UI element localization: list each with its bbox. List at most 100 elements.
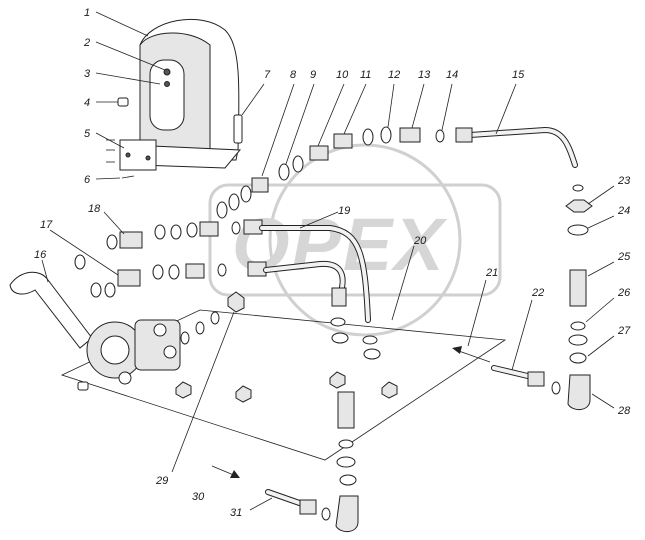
valve-port xyxy=(118,371,132,385)
leader-15 xyxy=(495,83,517,135)
right-column-parts xyxy=(565,184,593,410)
o-ring-26 xyxy=(570,321,586,331)
o-ring xyxy=(338,439,354,449)
callout-12: 12 xyxy=(388,69,400,81)
arrow-30-head xyxy=(230,470,240,478)
elbow-fitting-11 xyxy=(333,133,353,149)
loose-fasteners xyxy=(106,97,243,179)
callout-6: 6 xyxy=(84,174,91,186)
fittings-upper-row xyxy=(216,126,445,219)
arrow-21-shaft xyxy=(455,349,491,363)
leader-21 xyxy=(467,279,487,347)
pipe-fitting xyxy=(337,391,355,429)
leader-14 xyxy=(441,83,453,131)
callout-17: 17 xyxy=(40,219,53,231)
tube-22 xyxy=(491,365,561,395)
mount-bracket xyxy=(119,139,157,171)
washer xyxy=(336,456,356,468)
pipe-19-inner xyxy=(260,226,370,322)
callout-1: 1 xyxy=(84,7,90,19)
leader-27 xyxy=(587,335,615,357)
pipe-end-washers xyxy=(330,317,381,360)
leader-29 xyxy=(171,311,235,473)
callout-2: 2 xyxy=(83,37,90,49)
direction-arrows xyxy=(211,346,491,478)
washer xyxy=(330,317,346,327)
callout-18: 18 xyxy=(88,203,101,215)
elbow-fitting xyxy=(335,495,359,532)
washer xyxy=(152,264,164,280)
nut xyxy=(235,385,252,403)
leader-10 xyxy=(317,83,345,147)
washer xyxy=(90,282,102,298)
callout-30: 30 xyxy=(192,491,205,503)
leader-23 xyxy=(587,185,615,205)
valve-port xyxy=(163,345,177,359)
washer-27 xyxy=(569,352,587,364)
washer xyxy=(231,221,241,235)
pipe-20-end-nut xyxy=(331,287,347,307)
washer xyxy=(339,474,357,486)
valve-hub xyxy=(100,335,130,365)
leader-20 xyxy=(391,245,415,321)
valve-washers xyxy=(180,291,245,345)
callout-14: 14 xyxy=(446,69,458,81)
washer xyxy=(154,224,166,240)
washer xyxy=(186,222,198,238)
leader-5 xyxy=(95,132,125,149)
leader-31 xyxy=(249,497,273,511)
callout-4: 4 xyxy=(84,97,90,109)
union-fitting xyxy=(185,263,205,279)
nut xyxy=(329,371,346,389)
leader-12 xyxy=(387,83,395,128)
leader-22 xyxy=(511,299,533,371)
leader-6 xyxy=(95,177,121,180)
elbow-28 xyxy=(567,374,591,410)
callout-20: 20 xyxy=(413,235,427,247)
callout-5: 5 xyxy=(84,128,91,140)
callout-29: 29 xyxy=(155,475,168,487)
callout-23: 23 xyxy=(617,175,631,187)
washer xyxy=(106,234,118,250)
bolt-head xyxy=(117,97,129,107)
leader-9 xyxy=(285,83,315,165)
elbow-fitting-17 xyxy=(117,269,141,287)
washer xyxy=(568,334,588,346)
leader-2 xyxy=(95,41,166,71)
pipe-20 xyxy=(263,260,347,307)
washer-12 xyxy=(380,126,392,144)
callout-10: 10 xyxy=(336,69,349,81)
washer xyxy=(362,335,378,345)
o-ring xyxy=(321,507,331,521)
leader-25 xyxy=(587,261,615,277)
washer xyxy=(168,264,180,280)
washer-24 xyxy=(567,224,589,236)
fittings-middle-row xyxy=(106,219,263,250)
bolt-long xyxy=(233,114,243,144)
housing-bolt-mid xyxy=(164,81,170,87)
fittings-lower-row xyxy=(74,254,267,298)
callout-11: 11 xyxy=(360,69,371,81)
leader-28 xyxy=(591,393,615,409)
callout-25: 25 xyxy=(617,251,631,263)
pipe-15-nut xyxy=(455,127,473,143)
nut xyxy=(381,381,398,399)
washer xyxy=(104,282,116,298)
callout-24: 24 xyxy=(617,205,630,217)
washer xyxy=(170,224,182,240)
screw xyxy=(121,175,135,179)
washer xyxy=(228,193,240,211)
elbow-fitting-18 xyxy=(119,231,143,249)
washer xyxy=(292,155,304,173)
valve-handle-16 xyxy=(9,271,93,349)
leader-19 xyxy=(299,211,339,229)
housing-bolt-top xyxy=(163,68,171,76)
bracket-hole xyxy=(125,152,131,158)
callout-15: 15 xyxy=(512,69,525,81)
pipe-15 xyxy=(455,126,578,168)
pipe-19 xyxy=(259,225,371,323)
callout-26: 26 xyxy=(617,287,631,299)
washer xyxy=(362,128,374,146)
housing-cover xyxy=(119,18,242,171)
tube-31 xyxy=(265,489,331,521)
